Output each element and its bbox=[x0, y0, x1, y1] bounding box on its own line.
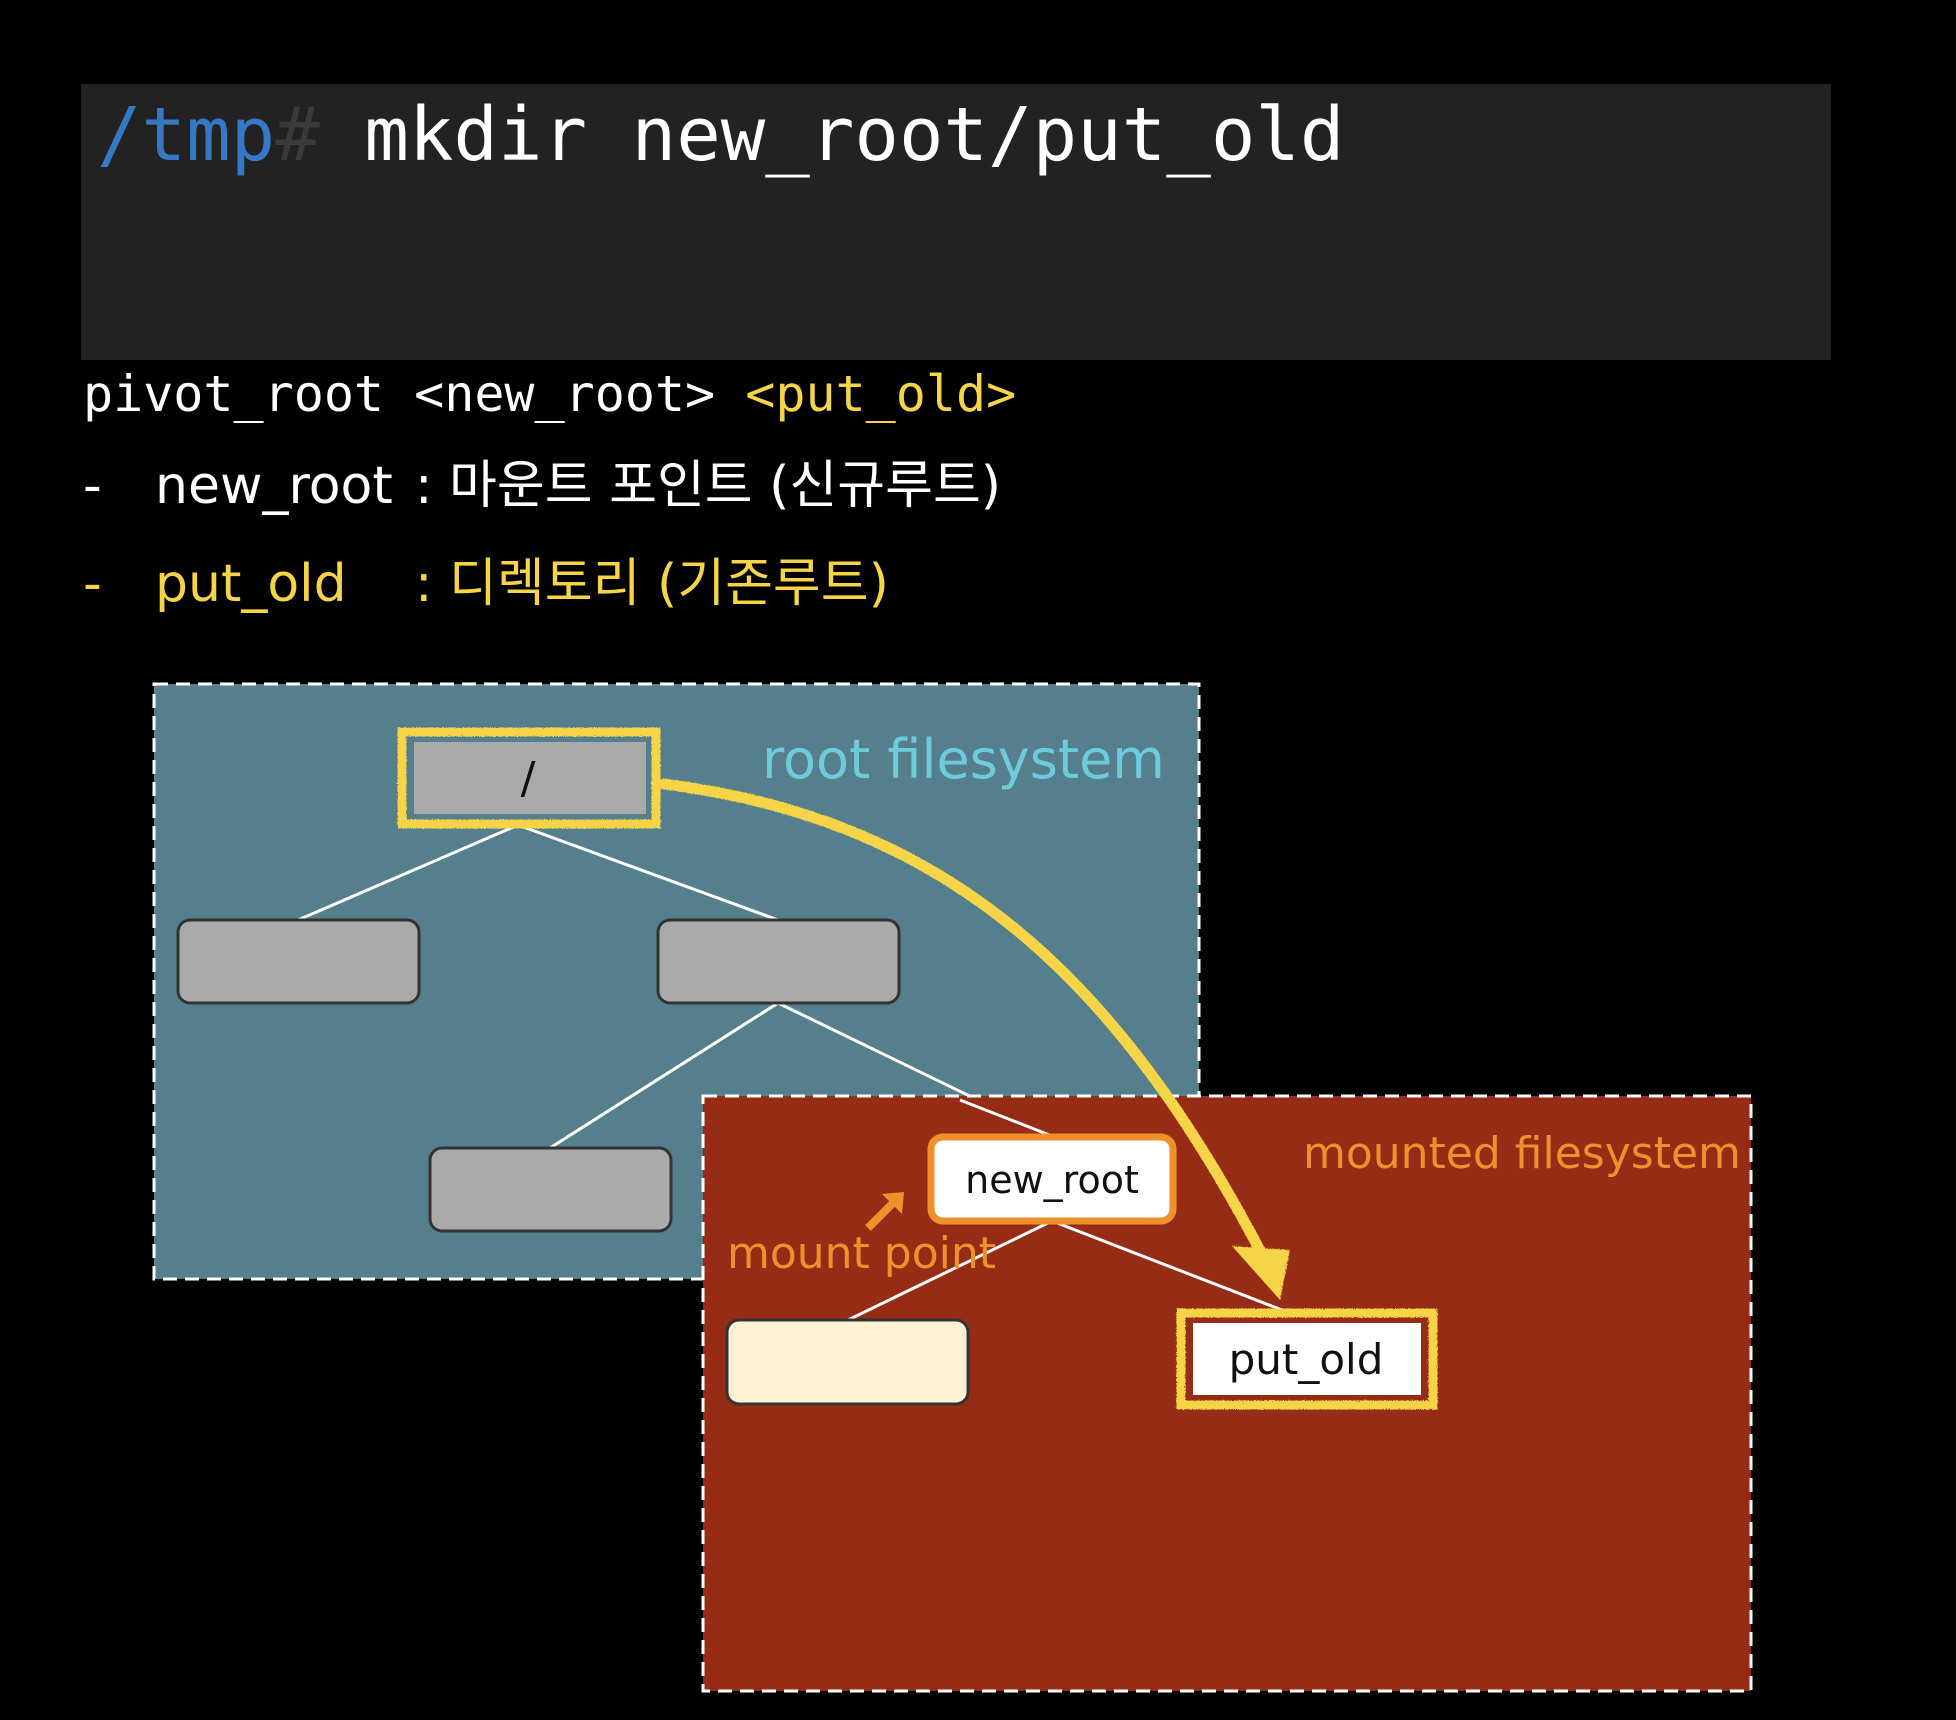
terminal-prompt-line: /tmp# mkdir new_root/put_old bbox=[97, 98, 1344, 172]
mounted-tree-edges bbox=[847, 1219, 1283, 1322]
arg-new-root-row: -new_root : 마운트 포인트 (신규루트) bbox=[83, 455, 1001, 517]
arg-new-root-name: new_root bbox=[155, 456, 393, 516]
new-root-node bbox=[927, 1133, 1177, 1225]
root-filesystem-label: root filesystem bbox=[762, 728, 1165, 791]
arg-dash: - bbox=[83, 456, 102, 516]
mount-point-label: mount point bbox=[727, 1228, 996, 1279]
mount-point-arrow-icon bbox=[865, 1192, 904, 1231]
dir-node-left bbox=[176, 918, 421, 1005]
put-old-node bbox=[1193, 1323, 1421, 1395]
put-old-node-label: put_old bbox=[1229, 1335, 1384, 1384]
move-arrow-head-icon bbox=[1232, 1246, 1290, 1300]
syntax-put-old-highlight: <put_old> bbox=[745, 365, 1017, 423]
syntax-command: pivot_root <new_root> bbox=[83, 365, 746, 423]
root-node bbox=[414, 742, 646, 814]
prompt-hash: # bbox=[275, 92, 320, 178]
move-arrow bbox=[658, 778, 1272, 1268]
root-node-highlight bbox=[397, 727, 661, 829]
edge-to-new-root bbox=[959, 1098, 1053, 1138]
mounted-dir-node bbox=[725, 1318, 970, 1406]
prompt-path: /tmp bbox=[97, 92, 276, 178]
arg-put-old-name: put_old bbox=[155, 554, 347, 614]
pivot-root-syntax: pivot_root <new_root> <put_old> bbox=[83, 364, 1016, 424]
arg-put-old-row: -put_old : 디렉토리 (기존루트) bbox=[83, 553, 889, 615]
arg-dash: - bbox=[83, 554, 102, 614]
dir-node-right bbox=[656, 918, 901, 1005]
new-root-node-label: new_root bbox=[965, 1158, 1139, 1202]
put-old-node-highlight bbox=[1176, 1308, 1438, 1410]
terminal-panel: /tmp# mkdir new_root/put_old bbox=[81, 84, 1831, 360]
dir-node-bottom bbox=[428, 1146, 673, 1233]
terminal-command: mkdir new_root/put_old bbox=[319, 92, 1345, 178]
arg-put-old-desc: : 디렉토리 (기존루트) bbox=[415, 554, 889, 614]
mounted-filesystem-label: mounted filesystem bbox=[1303, 1128, 1741, 1179]
arg-new-root-desc: : 마운트 포인트 (신규루트) bbox=[415, 456, 1002, 516]
root-node-label: / bbox=[521, 753, 536, 804]
